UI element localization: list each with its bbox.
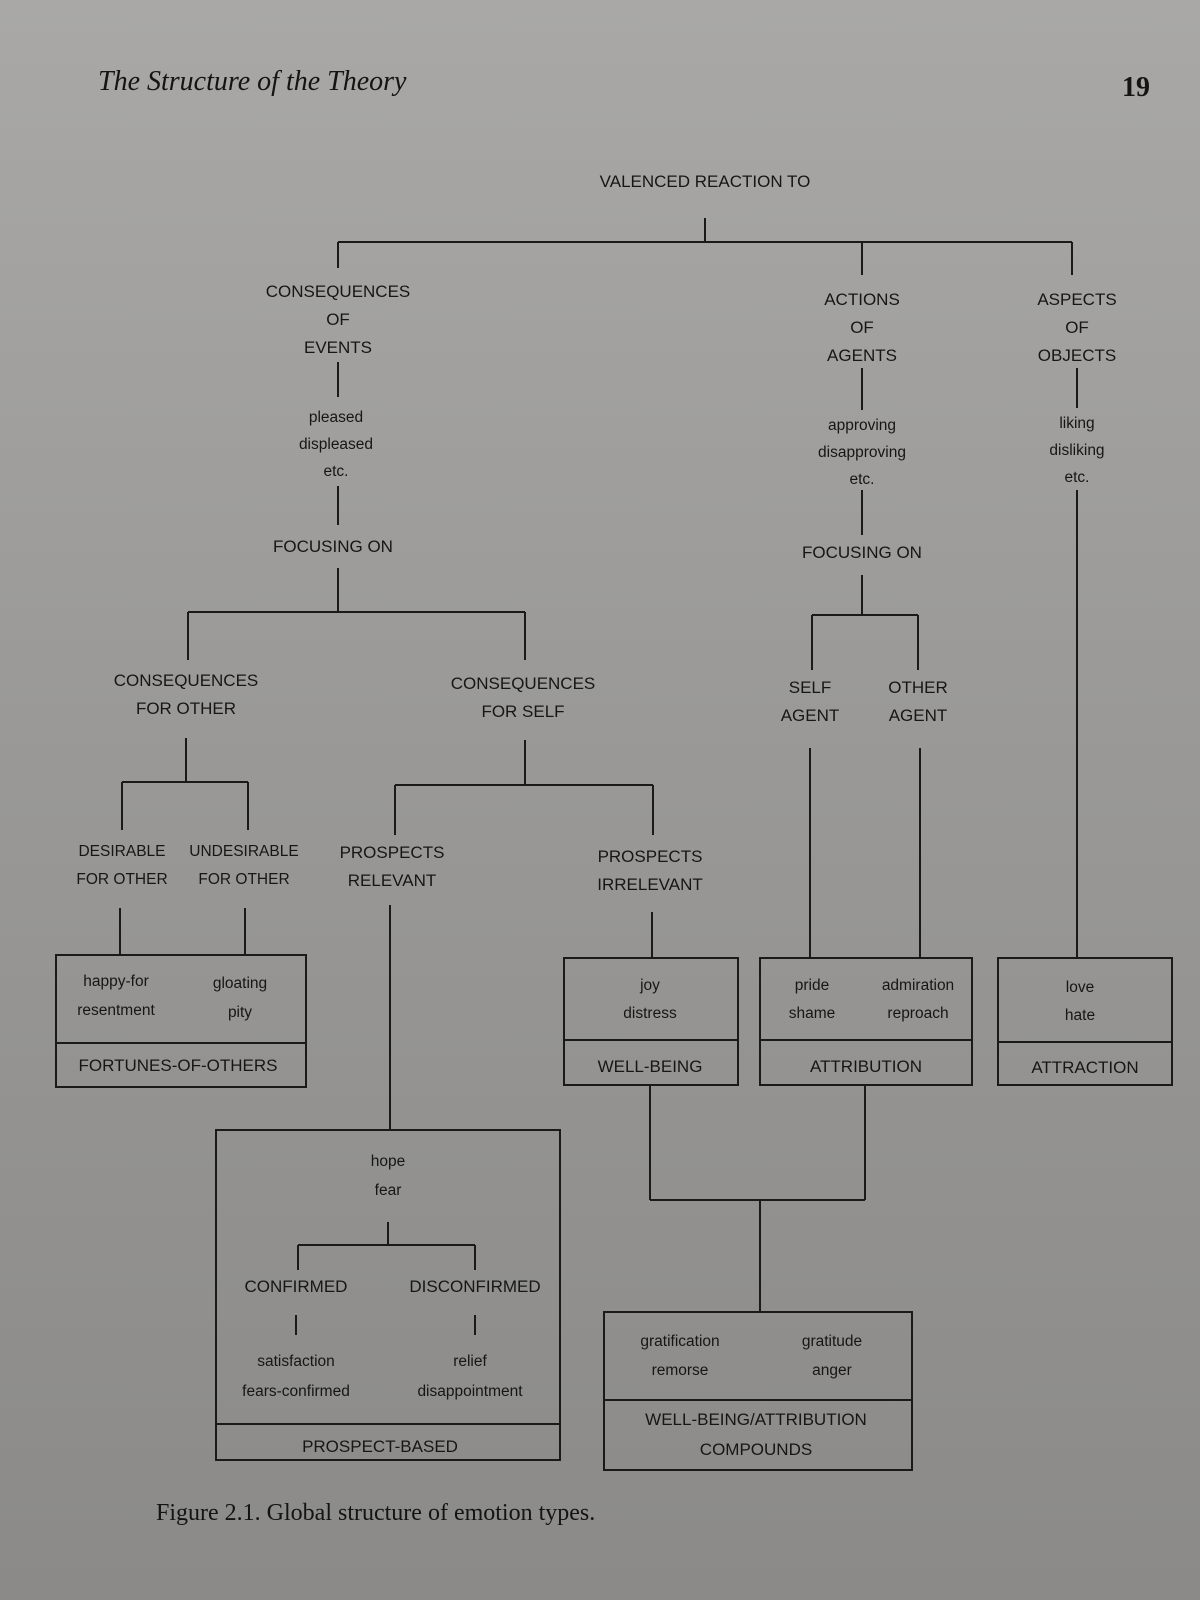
emotion-word: distress [623,1005,677,1022]
other-agent: OTHER AGENT [888,678,948,725]
emotion-word: resentment [77,1002,155,1019]
self-agent: SELF AGENT [781,678,840,725]
connector-lines [119,218,1078,1335]
box-title: WELL-BEING/ATTRIBUTION [645,1410,867,1429]
node-line: FOR OTHER [198,871,289,888]
consequences-for-self: CONSEQUENCES FOR SELF [451,674,596,721]
branch-line: CONSEQUENCES [266,282,411,301]
node-line: PROSPECTS [340,843,445,862]
consequences-for-other: CONSEQUENCES FOR OTHER [114,671,259,718]
reaction-word: approving [828,417,896,434]
emotion-word: admiration [882,977,954,994]
branch-agents: ACTIONS OF AGENTS [824,290,900,365]
prospect-based-box: hope fear CONFIRMED DISCONFIRMED satisfa… [215,1129,561,1461]
reactions-agents: approving disapproving etc. [818,417,906,488]
reaction-word: etc. [850,471,875,488]
root-label: VALENCED REACTION TO [600,172,811,191]
compounds-box: gratification remorse gratitude anger WE… [603,1311,913,1471]
prospects-relevant: PROSPECTS RELEVANT [340,843,445,890]
node-line: CONSEQUENCES [114,671,259,690]
page-number: 19 [1122,72,1150,103]
reaction-word: disliking [1049,442,1104,459]
emotion-word: reproach [887,1005,948,1022]
node-line: PROSPECTS [598,847,703,866]
branch-line: OF [850,318,874,337]
node-line: FOR OTHER [136,699,236,718]
fortunes-of-others-box: happy-for resentment gloating pity FORTU… [55,954,307,1088]
emotion-word: shame [789,1005,836,1022]
node-line: IRRELEVANT [597,875,703,894]
focusing-on-events: FOCUSING ON [273,537,393,556]
branch-objects: ASPECTS OF OBJECTS [1037,290,1116,365]
branch-line: ASPECTS [1037,290,1116,309]
emotion-word: gratification [640,1333,719,1350]
emotion-word: hate [1065,1007,1095,1024]
box-title: ATTRACTION [1031,1058,1138,1077]
emotion-word: satisfaction [257,1353,335,1370]
reaction-word: disapproving [818,444,906,461]
emotion-word: fear [375,1182,402,1199]
attribution-box: pride shame admiration reproach ATTRIBUT… [759,957,973,1086]
branch-line: OF [326,310,350,329]
box-title: COMPOUNDS [700,1440,812,1459]
reaction-word: etc. [324,463,349,480]
reactions-objects: liking disliking etc. [1049,415,1104,486]
emotion-word: fears-confirmed [242,1383,350,1400]
emotion-word: love [1066,979,1094,996]
reactions-events: pleased displeased etc. [299,409,373,480]
emotion-word: gloating [213,975,267,992]
reaction-word: pleased [309,409,363,426]
node-line: AGENT [889,706,948,725]
running-header-title: The Structure of the Theory [98,66,407,97]
disconfirmed-label: DISCONFIRMED [409,1277,540,1296]
reaction-word: etc. [1065,469,1090,486]
box-title: ATTRIBUTION [810,1057,922,1076]
node-line: FOR SELF [481,702,564,721]
emotion-word: happy-for [83,973,148,990]
confirmed-label: CONFIRMED [245,1277,348,1296]
node-line: UNDESIRABLE [189,843,298,860]
node-line: FOR OTHER [76,871,167,888]
reaction-word: liking [1059,415,1094,432]
node-line: OTHER [888,678,948,697]
prospects-irrelevant: PROSPECTS IRRELEVANT [597,847,703,894]
node-line: AGENT [781,706,840,725]
node-line: RELEVANT [348,871,437,890]
emotion-word: joy [639,977,660,994]
reaction-word: displeased [299,436,373,453]
emotion-word: relief [453,1353,487,1370]
emotion-word: gratitude [802,1333,862,1350]
well-being-box: joy distress WELL-BEING [563,957,739,1086]
attraction-box: love hate ATTRACTION [997,957,1173,1086]
box-title: PROSPECT-BASED [302,1437,458,1456]
node-line: DESIRABLE [78,843,165,860]
node-line: SELF [789,678,832,697]
focusing-on-agents: FOCUSING ON [802,543,922,562]
box-title: WELL-BEING [598,1057,703,1076]
branch-line: ACTIONS [824,290,900,309]
figure-caption: Figure 2.1. Global structure of emotion … [156,1500,596,1526]
emotion-word: pride [795,977,829,994]
branch-line: OF [1065,318,1089,337]
branch-line: OBJECTS [1038,346,1116,365]
emotion-word: pity [228,1004,252,1021]
node-line: CONSEQUENCES [451,674,596,693]
emotion-word: anger [812,1362,852,1379]
box-title: FORTUNES-OF-OTHERS [79,1056,278,1075]
undesirable-for-other: UNDESIRABLE FOR OTHER [189,843,298,888]
emotion-word: disappointment [417,1383,523,1400]
emotion-word: hope [371,1153,405,1170]
desirable-for-other: DESIRABLE FOR OTHER [76,843,167,888]
branch-line: EVENTS [304,338,372,357]
branch-events: CONSEQUENCES OF EVENTS [266,282,411,357]
emotion-word: remorse [652,1362,709,1379]
branch-line: AGENTS [827,346,897,365]
